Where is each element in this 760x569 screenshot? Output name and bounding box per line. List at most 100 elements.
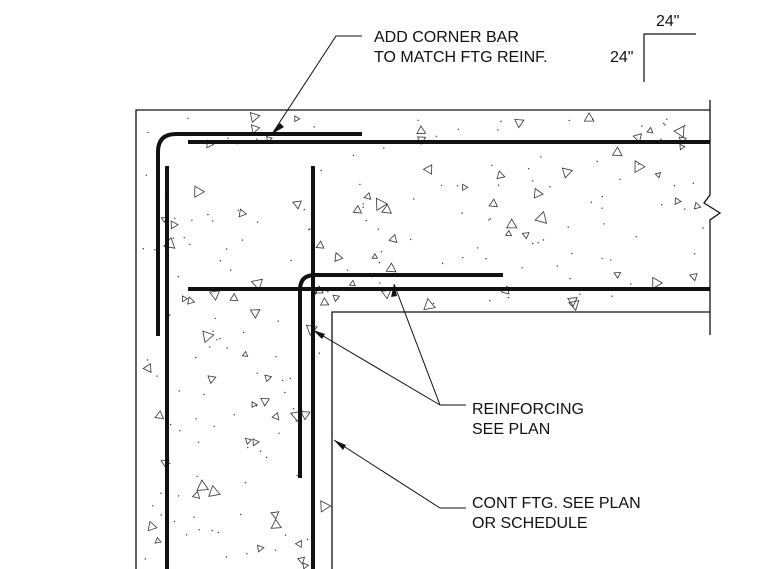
stipple-dot (497, 184, 500, 186)
stipple-dot (226, 347, 228, 349)
stipple-dot (507, 296, 510, 299)
stipple-dot (212, 330, 214, 332)
stipple-dot (147, 131, 149, 134)
stipple-dot (230, 269, 232, 271)
stipple-dot (227, 137, 229, 139)
footing-outline (135, 100, 722, 569)
stipple-triangle (154, 410, 165, 419)
stipple-triangle (320, 500, 332, 513)
stipple-triangle (611, 146, 623, 156)
stipple-dot (169, 462, 171, 464)
stipple-triangle (561, 167, 574, 179)
stipple-triangle (302, 562, 310, 569)
stipple-dot (214, 317, 216, 320)
stipple-triangle (381, 203, 392, 214)
stipple-triangle (567, 297, 578, 307)
stipple-triangle (654, 172, 662, 179)
stipple-triangle (315, 240, 325, 249)
footing-arrowhead (334, 440, 346, 450)
stipple-triangle (652, 276, 664, 290)
stipple-dot (461, 212, 463, 214)
stipple-dot (684, 208, 686, 210)
stipple-dot (296, 474, 298, 477)
stipple-triangle (294, 115, 301, 123)
stipple-triangle (693, 201, 702, 210)
stipple-triangle (229, 292, 239, 302)
stipple-dot (365, 219, 367, 222)
stipple-triangle (568, 299, 580, 312)
stipple-dot (435, 135, 438, 137)
stipple-dot (241, 239, 243, 241)
stipple-dot (320, 169, 322, 172)
stipple-triangle (416, 125, 427, 135)
stipple-dot (187, 117, 189, 120)
stipple-dot (542, 239, 545, 241)
reinforcing-arrowhead-2 (313, 330, 325, 339)
stipple-dot (256, 221, 259, 223)
stipple-dot (567, 226, 569, 228)
stipple-triangle (348, 279, 356, 287)
stipple-dot (239, 513, 242, 516)
stipple-dot (191, 219, 193, 221)
stipple-dot (660, 203, 663, 206)
stipple-dot (154, 249, 156, 251)
stipple-triangle (256, 544, 265, 553)
stipple-dot (637, 163, 640, 166)
stipple-triangle (388, 233, 398, 243)
stipple-dot (216, 339, 218, 341)
stipple-dot (601, 257, 603, 259)
stipple-dot (491, 164, 493, 167)
stipple-triangle (170, 220, 179, 230)
stipple-triangle (208, 484, 221, 497)
corner-bar-note-line-1: ADD CORNER BAR (374, 29, 519, 46)
stipple-dot (660, 138, 662, 140)
stipple-dot (209, 346, 211, 348)
stipple-dot (596, 160, 598, 163)
stipple-dot (146, 359, 149, 361)
stipple-dot (380, 250, 383, 253)
stipple-triangle (271, 411, 280, 421)
stipple-dot (256, 372, 258, 374)
rebar-group (156, 132, 710, 569)
stipple-triangle (334, 252, 344, 263)
stipple-triangle (504, 229, 513, 237)
stipple-dot (207, 213, 209, 216)
stipple-dot (308, 228, 310, 231)
stipple-dot (666, 118, 668, 120)
stipple-triangle (270, 511, 280, 520)
stipple-dot (476, 247, 479, 249)
stipple-dot (145, 174, 147, 176)
stipple-dot (152, 505, 154, 507)
stipple-dot (173, 520, 176, 523)
dimension-vertical: 24" (610, 49, 633, 66)
stipple-dot (568, 119, 570, 122)
stipple-triangle (422, 164, 433, 175)
stipple-dot (284, 391, 286, 394)
stipple-triangle (371, 252, 379, 259)
stipple-triangle (488, 198, 499, 208)
stipple-triangle (191, 490, 201, 499)
stipple-dot (318, 352, 321, 354)
stipple-triangle (646, 126, 654, 134)
stipple-triangle (196, 479, 210, 491)
stipple-dot (488, 219, 490, 221)
reinforcing-note-line-1: REINFORCING (472, 401, 584, 418)
stipple-dot (456, 185, 459, 187)
stipple-dot (226, 248, 228, 250)
stipple-dot (532, 180, 534, 182)
stipple-dot (233, 414, 235, 416)
corner-bar-arrowhead (272, 123, 284, 134)
stipple-triangle (249, 112, 261, 124)
stipple-dot (489, 300, 491, 302)
stipple-triangle (244, 437, 253, 445)
stipple-dot (664, 124, 666, 126)
reinforcing-leader-2 (312, 329, 441, 406)
stipple-triangle (202, 330, 215, 344)
stipple-dot (237, 209, 239, 211)
stipple-dot (219, 260, 222, 262)
stipple-dot (256, 138, 258, 140)
stipple-triangle (533, 187, 544, 199)
stipple-dot (383, 147, 385, 149)
stipple-triangle (250, 124, 261, 135)
stipple-dot (579, 293, 581, 295)
